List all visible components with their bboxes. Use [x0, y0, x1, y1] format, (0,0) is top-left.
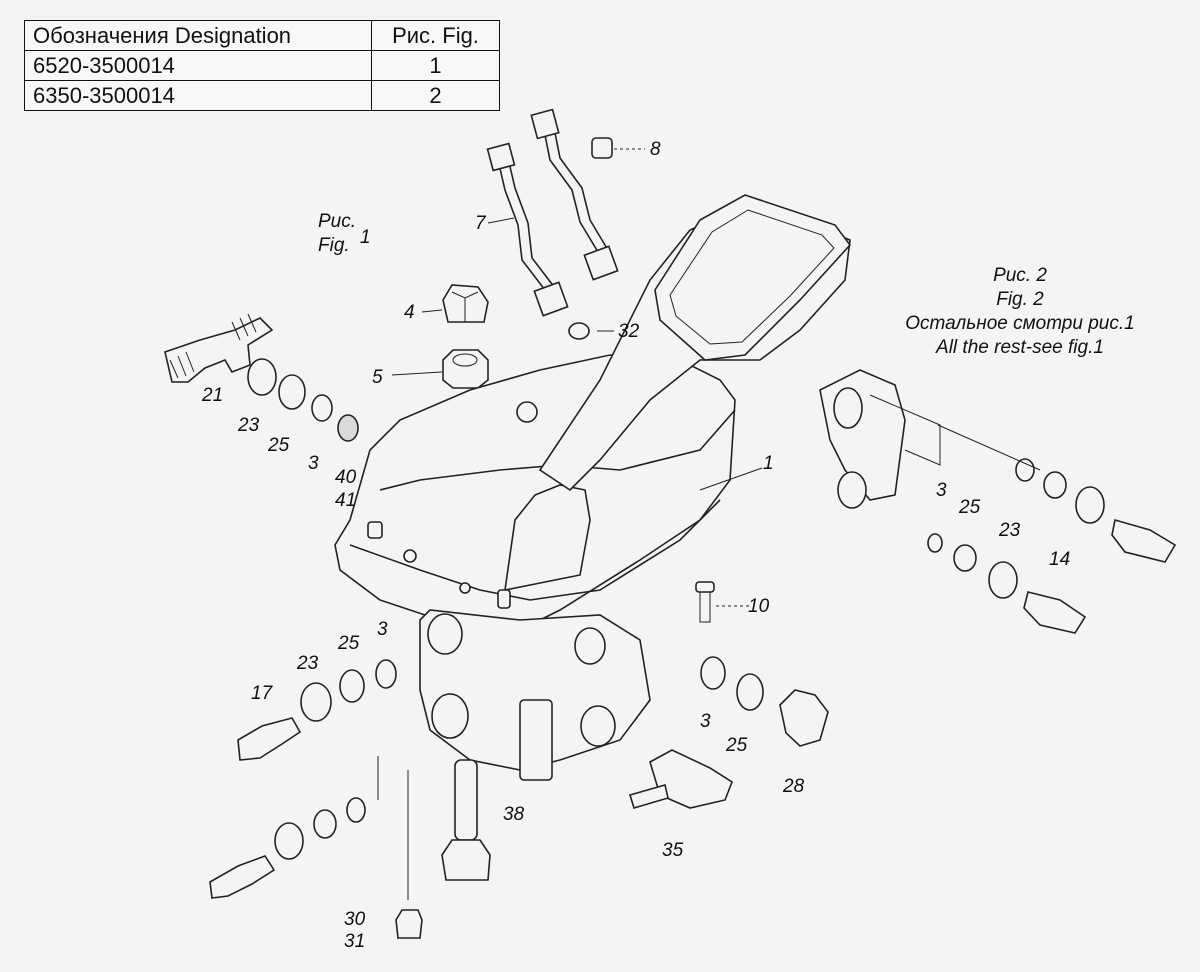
switch-38: [441, 759, 491, 881]
callout-41: 41: [335, 490, 357, 511]
fig-cell: 1: [371, 50, 500, 81]
drain-valve-35: [628, 749, 733, 809]
leader-lines: [391, 217, 763, 491]
washer-25-left: [339, 669, 365, 703]
fig2-note: Рис. 2 Fig. 2 Остальное смотри рис.1 All…: [870, 264, 1170, 360]
nut-5: [442, 349, 489, 389]
callout-17: 17: [251, 683, 273, 704]
filter-40: [337, 414, 359, 442]
callout-8: 8: [650, 139, 661, 160]
fig1-label-ru: Рис.: [318, 211, 357, 232]
washer-25-fig2: [953, 544, 977, 572]
callout-25: 25: [268, 435, 290, 456]
fig2-label-ru: Рис. 2: [993, 265, 1047, 286]
fig-cell: 2: [371, 80, 500, 111]
tee-fitting-21: [164, 313, 274, 383]
fitting-lower: [209, 855, 276, 899]
designation-cell: 6350-3500014: [24, 80, 372, 111]
fig2-rest-ru: Остальное смотри рис.1: [905, 313, 1135, 334]
callout-5: 5: [372, 367, 383, 388]
callout-1: 1: [763, 453, 774, 474]
callout-28: 28: [783, 776, 805, 797]
fig1-number: 1: [360, 227, 371, 248]
washer-3: [311, 394, 333, 422]
washer-32: [568, 322, 590, 340]
washer-25: [278, 374, 306, 410]
fitting-17: [237, 717, 302, 761]
designation-table: Обозначения Designation Рис. Fig. 6520-3…: [24, 20, 500, 111]
callout-10: 10: [748, 596, 770, 617]
washer-25-fig2-upper: [1043, 471, 1067, 499]
washer-23: [247, 358, 277, 396]
callout-25: 25: [726, 735, 748, 756]
fig2-housing: [819, 369, 941, 509]
callout-23: 23: [999, 520, 1021, 541]
cap-4: [442, 284, 489, 323]
callout-3: 3: [700, 711, 711, 732]
callout-21: 21: [202, 385, 224, 406]
callout-4: 4: [404, 302, 415, 323]
fig2-rest-en: All the rest-see fig.1: [936, 337, 1104, 358]
callout-23: 23: [238, 415, 260, 436]
washer-23-left: [300, 682, 332, 722]
bolt-10: [695, 581, 750, 623]
callout-31: 31: [344, 931, 366, 952]
callout-3: 3: [308, 453, 319, 474]
fig1-label-en: Fig.: [318, 235, 350, 256]
fitting-fig2-upper: [1111, 518, 1177, 563]
callout-35: 35: [662, 840, 684, 861]
assembly-axes: [377, 424, 1041, 900]
washer-25-right: [736, 673, 764, 711]
callout-3: 3: [936, 480, 947, 501]
table-row: 6520-3500014 1: [24, 50, 500, 81]
cap-30-31: [395, 909, 423, 939]
plug-28: [779, 689, 829, 747]
callout-23: 23: [297, 653, 319, 674]
callout-38: 38: [503, 804, 525, 825]
washer-lower-1: [346, 797, 366, 823]
washer-lower-3: [274, 822, 304, 860]
callout-14: 14: [1049, 549, 1071, 570]
callout-3: 3: [377, 619, 388, 640]
callout-32: 32: [618, 321, 640, 342]
washer-23-fig2: [988, 561, 1018, 599]
callout-30: 30: [344, 909, 366, 930]
table-row: 6350-3500014 2: [24, 80, 500, 111]
washer-3-left: [375, 659, 397, 689]
brake-pipes: [486, 108, 619, 317]
callout-25: 25: [338, 633, 360, 654]
designation-cell: 6520-3500014: [24, 50, 372, 81]
callout-7: 7: [475, 213, 486, 234]
washer-3-fig2: [927, 533, 943, 553]
plug-8: [591, 137, 645, 159]
washer-3-right: [700, 656, 726, 690]
washer-3-fig2-upper: [1015, 458, 1035, 482]
pedal-valve-body: [334, 194, 852, 781]
washer-23-fig2-upper: [1075, 486, 1105, 524]
fitting-14: [1023, 591, 1087, 634]
washer-lower-2: [313, 809, 337, 839]
header-designation: Обозначения Designation: [24, 20, 372, 51]
fig2-label-en: Fig. 2: [996, 289, 1044, 310]
callout-25: 25: [959, 497, 981, 518]
callout-40: 40: [335, 467, 357, 488]
